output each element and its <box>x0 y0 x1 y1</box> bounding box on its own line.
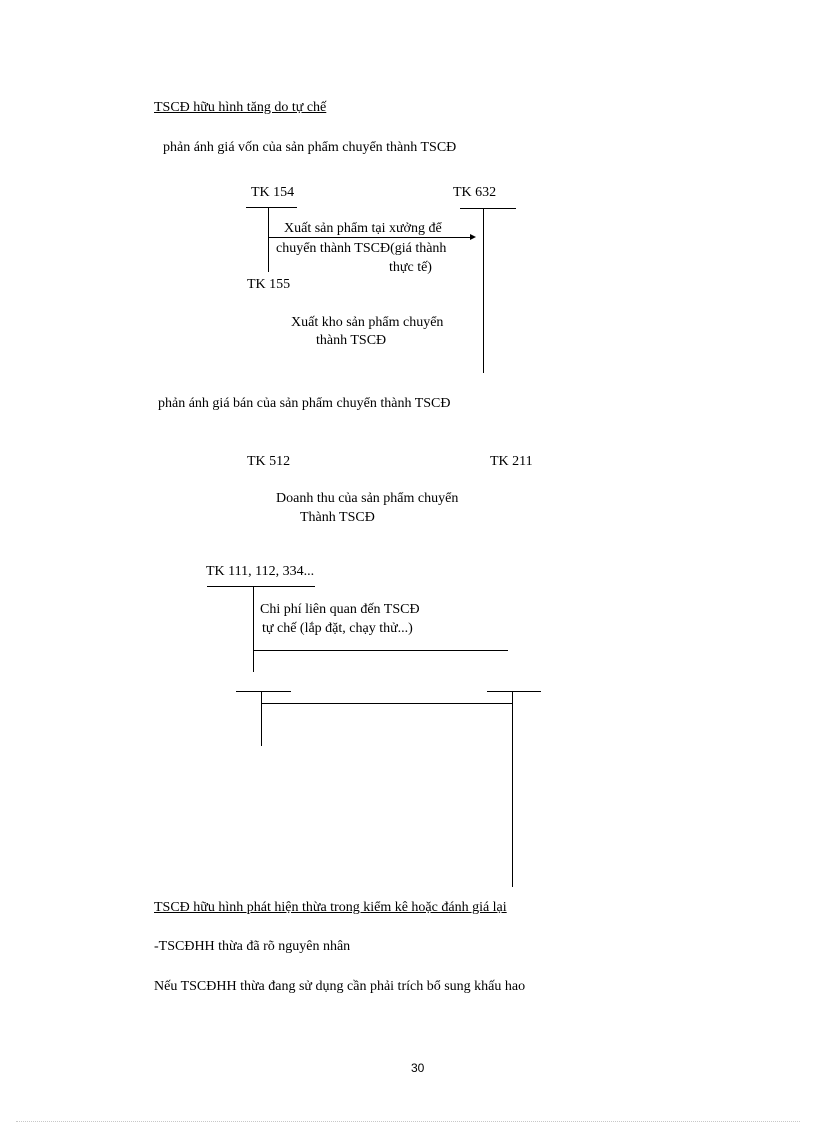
t-account-211-top <box>487 691 541 692</box>
t-account-512-top <box>236 691 291 692</box>
arrow-right-icon <box>470 234 476 240</box>
account-label-155: TK 155 <box>247 277 291 292</box>
revenue-flow-line <box>261 703 512 704</box>
arrow-label-line2: chuyển thành TSCĐ(giá thành <box>276 241 447 256</box>
cost-flow-line <box>253 650 508 651</box>
t-account-512-stem <box>261 691 262 746</box>
t-account-632-stem <box>483 208 484 373</box>
account-label-111-112-334: TK 111, 112, 334... <box>206 564 315 579</box>
cost-line1: Chi phí liên quan đến TSCĐ <box>260 602 420 617</box>
account-label-154: TK 154 <box>251 185 295 200</box>
t-account-154-top <box>246 207 297 208</box>
t-account-211-stem <box>512 691 513 887</box>
page-number: 30 <box>411 1061 425 1075</box>
account-label-211: TK 211 <box>490 454 533 469</box>
transfer-arrow-line <box>268 237 470 238</box>
note-line2: thành TSCĐ <box>316 333 387 348</box>
t-account-111-top <box>207 586 315 587</box>
t-account-154-stem <box>268 207 269 272</box>
section-heading-surplus: TSCĐ hữu hình phát hiện thừa trong kiểm … <box>154 900 507 915</box>
revenue-line2: Thành TSCĐ <box>300 510 375 525</box>
account-label-512: TK 512 <box>247 454 291 469</box>
page-footer-divider <box>16 1121 800 1122</box>
subheading-cost-price: phản ánh giá vốn của sản phẩm chuyển thà… <box>163 140 457 155</box>
section-heading-self-made: TSCĐ hữu hình tăng do tự chế <box>154 100 327 115</box>
list-item-depreciation: Nếu TSCĐHH thừa đang sử dụng cần phải tr… <box>154 979 526 994</box>
revenue-line1: Doanh thu của sản phẩm chuyển <box>276 491 459 506</box>
note-line1: Xuất kho sản phẩm chuyển <box>291 315 444 330</box>
t-account-632-top <box>460 208 516 209</box>
account-label-632: TK 632 <box>453 185 497 200</box>
arrow-label-line3: thực tế) <box>389 260 432 275</box>
cost-line2: tự chế (lắp đặt, chạy thử...) <box>262 621 413 636</box>
subheading-selling-price: phản ánh giá bán của sản phẩm chuyển thà… <box>158 396 451 411</box>
arrow-label-line1: Xuất sản phẩm tại xưởng để <box>284 221 442 236</box>
list-item-known-cause: -TSCĐHH thừa đã rõ nguyên nhân <box>154 939 351 954</box>
t-account-111-stem <box>253 586 254 672</box>
